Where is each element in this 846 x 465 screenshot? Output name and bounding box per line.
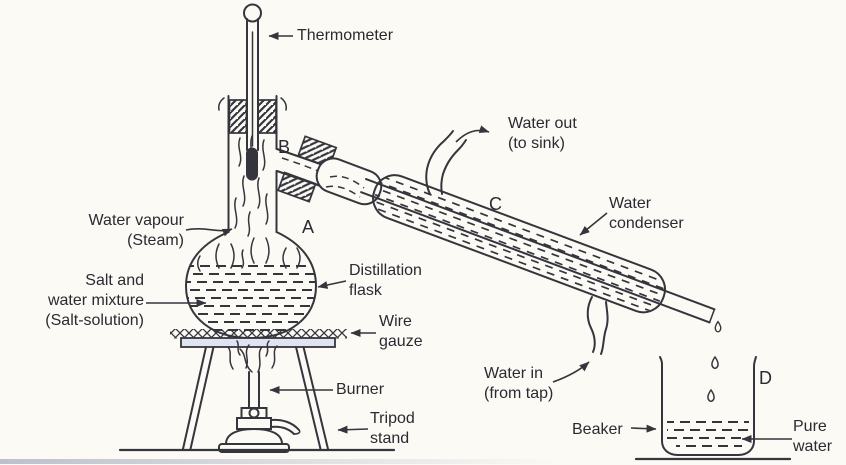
label-salt-mixture: Salt and water mixture (Salt-solution)	[45, 272, 144, 329]
water-droplet	[714, 320, 722, 333]
label-beaker: Beaker	[572, 421, 623, 438]
tripod-leg	[182, 346, 207, 450]
letter-c-condenser: C	[489, 194, 502, 214]
label-burner: Burner	[336, 381, 385, 398]
label-wire-gauze: Wire gauze	[379, 313, 423, 350]
gauze-plate	[180, 337, 336, 348]
label-water-condenser: Water condenser	[609, 195, 684, 232]
condenser-drawing	[360, 130, 716, 355]
water-droplet	[711, 355, 719, 370]
label-pure-water: Pure water	[793, 418, 833, 455]
label-distillation-flask: Distillation flask	[349, 262, 422, 299]
tripod-burner-drawing	[118, 329, 396, 453]
letter-b-side-arm: B	[278, 137, 291, 157]
flame-squiggles	[227, 340, 278, 373]
label-water-vapour: Water vapour (Steam)	[88, 212, 184, 249]
letter-d-beaker: D	[759, 368, 772, 388]
tripod-leg	[295, 346, 322, 450]
side-arm-drawing	[276, 135, 383, 206]
label-water-out: Water out (to sink)	[508, 115, 577, 152]
letter-a-flask: A	[302, 217, 315, 237]
water-out-nozzle	[425, 130, 454, 195]
burner-drawing	[218, 371, 301, 453]
flask-neck-drawing	[218, 95, 287, 233]
steam-squiggles	[197, 135, 301, 272]
label-water-in: Water in (from tap)	[484, 365, 554, 402]
label-thermometer: Thermometer	[297, 27, 394, 44]
beaker-drawing	[634, 320, 792, 461]
scan-artifact	[0, 459, 560, 464]
water-droplet	[707, 388, 715, 403]
wire-gauze-mesh	[170, 329, 347, 339]
water-in-nozzle	[586, 296, 596, 353]
label-tripod-stand: Tripod stand	[370, 410, 415, 447]
gas-hose	[270, 418, 300, 431]
flask-liquid	[186, 265, 316, 331]
leader-arrows	[146, 32, 792, 443]
neck-cork	[228, 99, 248, 134]
